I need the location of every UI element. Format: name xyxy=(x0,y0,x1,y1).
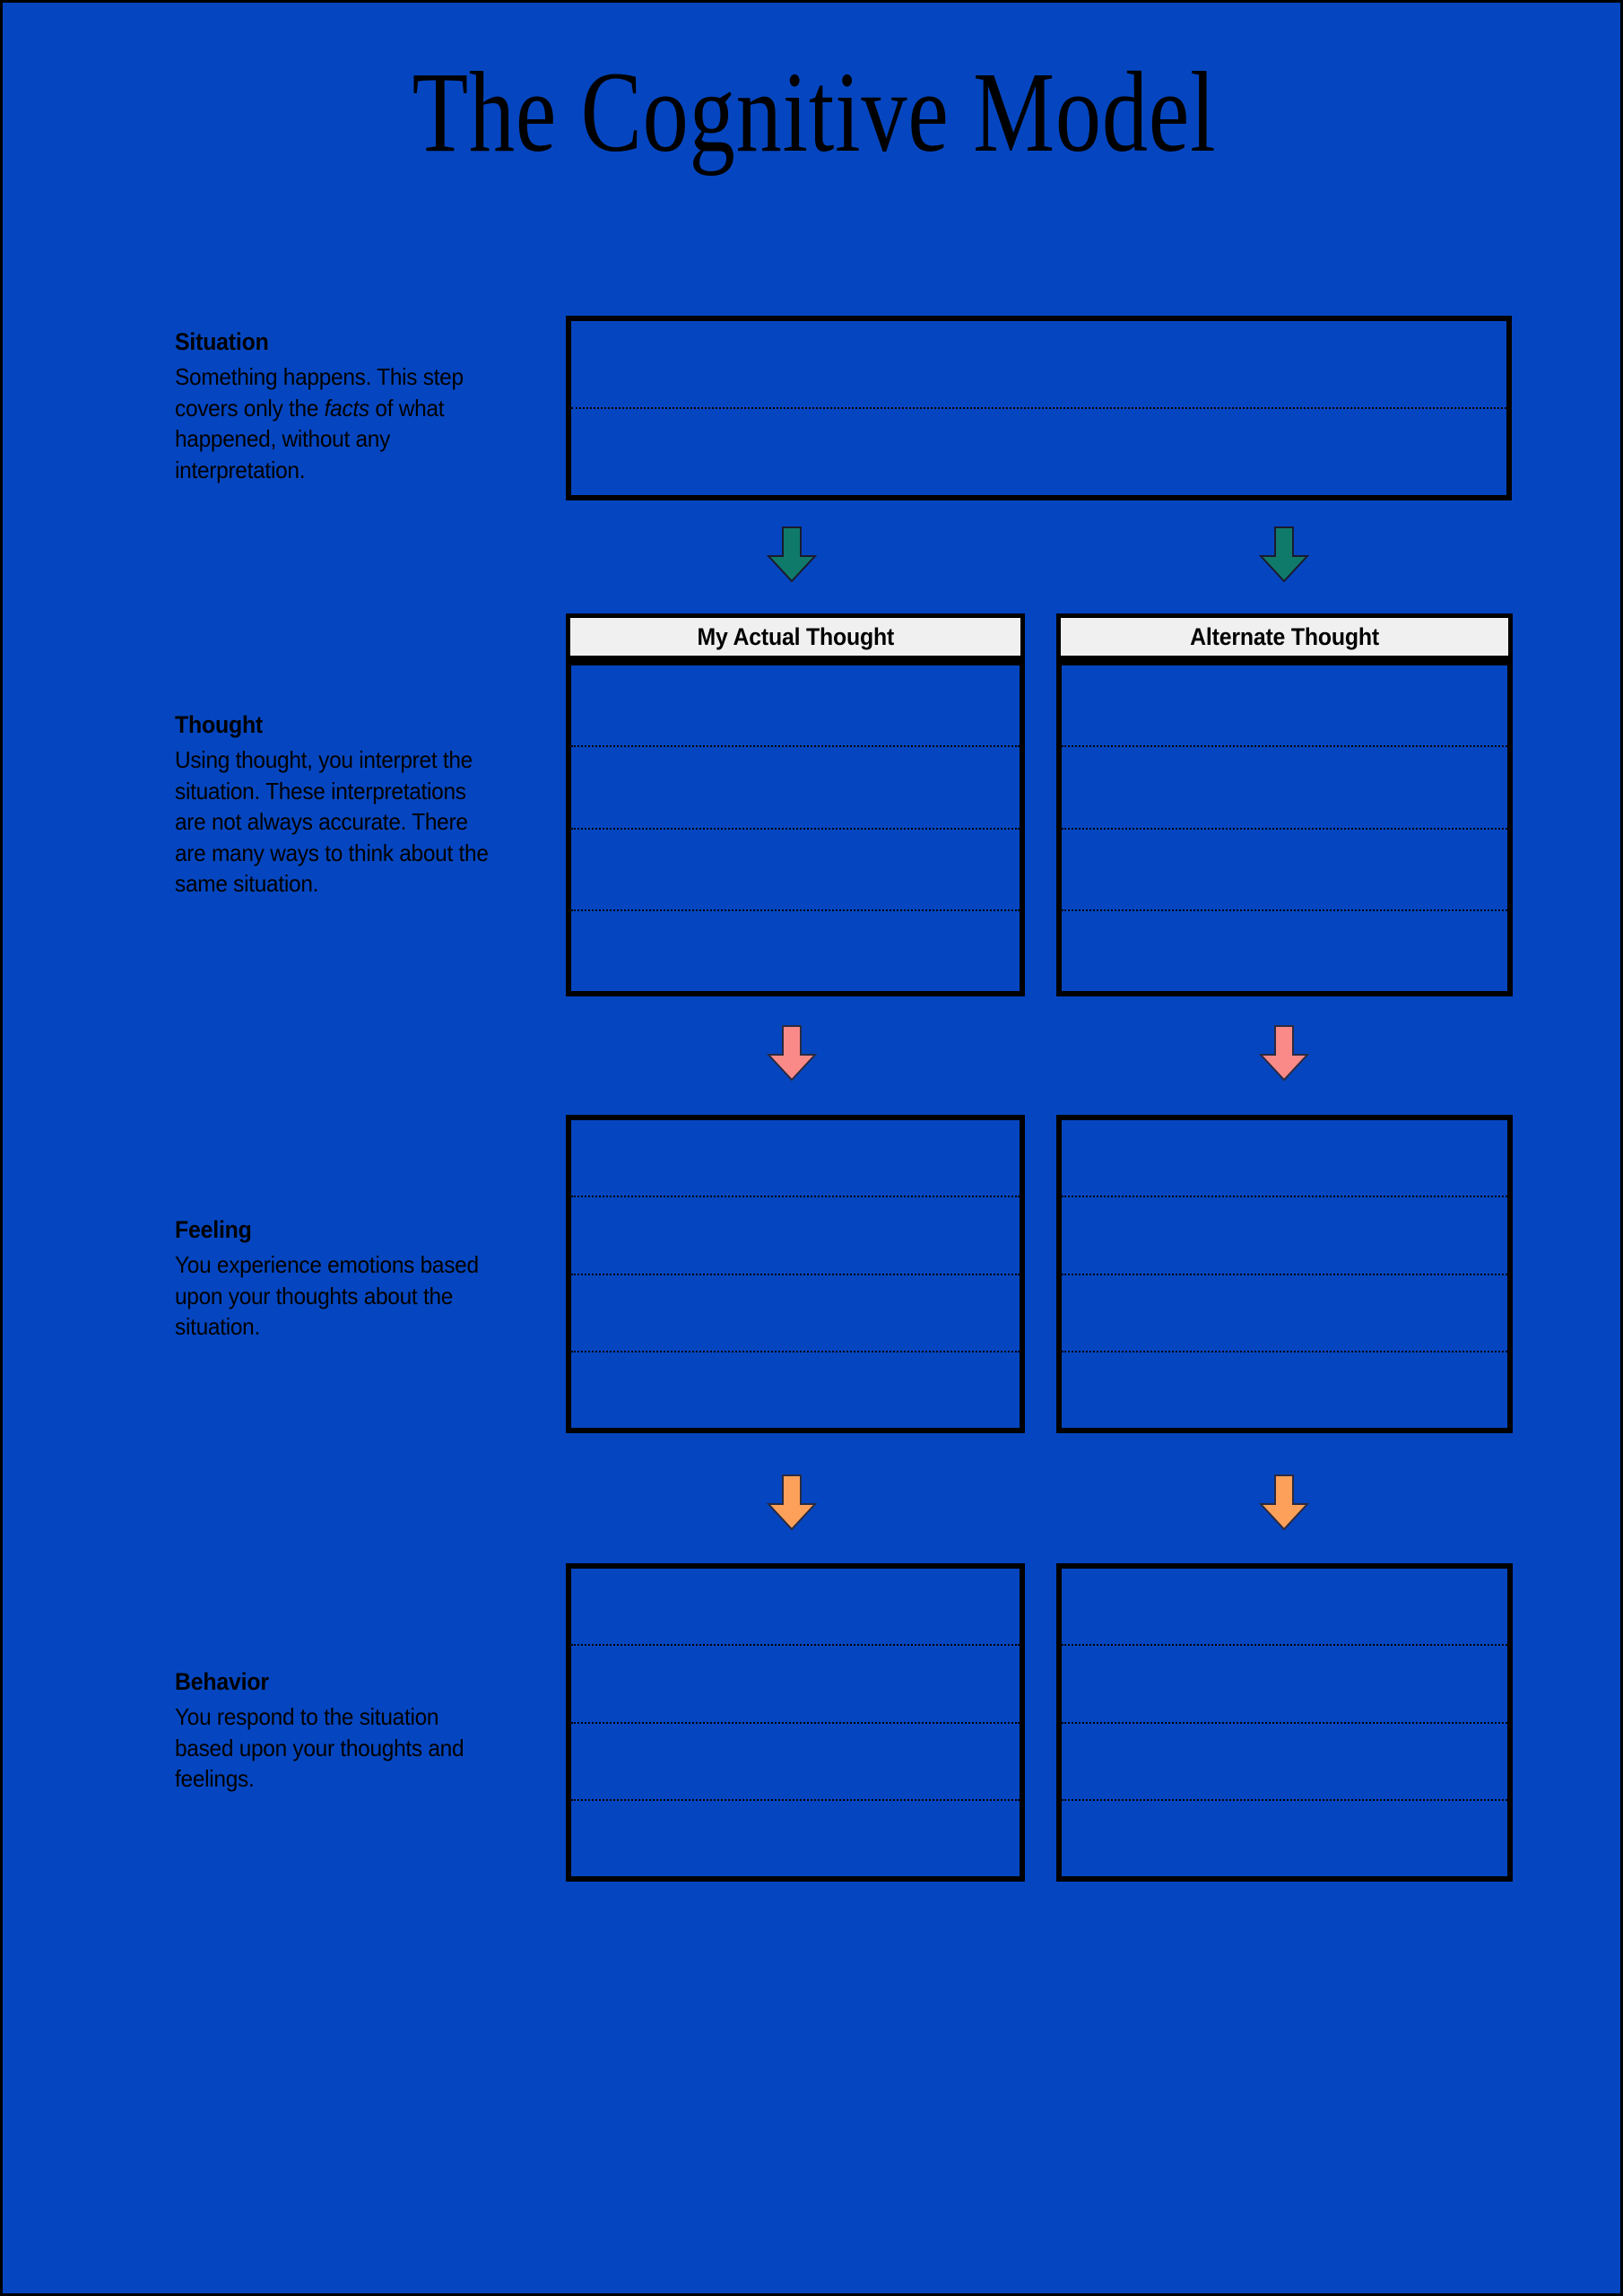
writing-line xyxy=(571,1801,1020,1876)
writing-line xyxy=(1062,747,1507,830)
writing-line xyxy=(1062,911,1507,991)
step-body-situation: Something happens. This step covers only… xyxy=(175,361,495,485)
step-description-situation: Situation Something happens. This step c… xyxy=(175,328,516,485)
alternate-feeling-writing-lines xyxy=(1062,1120,1507,1428)
writing-line xyxy=(571,1569,1020,1647)
arrow-down-icon-alternate-feeling-to-behavior xyxy=(1256,1474,1312,1531)
situation-input-box[interactable] xyxy=(566,316,1512,500)
actual-behavior-input-box[interactable] xyxy=(566,1563,1025,1882)
alternate-thought-input-box[interactable] xyxy=(1056,660,1513,996)
actual-feeling-writing-lines xyxy=(571,1120,1020,1428)
writing-line xyxy=(1062,1275,1507,1352)
step-heading-behavior: Behavior xyxy=(175,1668,269,1695)
writing-line xyxy=(571,665,1020,748)
writing-line xyxy=(1062,1724,1507,1801)
arrow-down-icon-situation-to-alternate-thought xyxy=(1256,526,1312,583)
page-title: The Cognitive Model xyxy=(412,48,1217,176)
column-header-label: My Actual Thought xyxy=(697,622,894,650)
arrow-down-icon-alternate-thought-to-feeling xyxy=(1256,1024,1312,1082)
writing-line xyxy=(1062,1801,1507,1876)
step-heading-situation: Situation xyxy=(175,328,269,355)
writing-line xyxy=(571,1352,1020,1428)
writing-line xyxy=(1062,830,1507,911)
writing-line xyxy=(1062,1646,1507,1724)
writing-line xyxy=(1062,1197,1507,1275)
step-description-feeling: Feeling You experience emotions based up… xyxy=(175,1216,516,1343)
writing-line xyxy=(571,321,1506,409)
writing-line xyxy=(571,747,1020,830)
writing-line xyxy=(1062,1569,1507,1647)
writing-line xyxy=(571,830,1020,911)
actual-thought-writing-lines xyxy=(571,665,1020,991)
writing-line xyxy=(571,1275,1020,1352)
arrow-down-icon-actual-feeling-to-behavior xyxy=(764,1474,820,1531)
step-body-thought: Using thought, you interpret the situati… xyxy=(175,746,489,898)
step-body-feeling: You experience emotions based upon your … xyxy=(175,1251,479,1341)
alternate-behavior-input-box[interactable] xyxy=(1056,1563,1513,1882)
situation-body-part1: Something happens. This step covers only… xyxy=(175,363,464,422)
writing-line xyxy=(571,1646,1020,1724)
writing-line xyxy=(1062,1120,1507,1198)
arrow-down-icon-situation-to-actual-thought xyxy=(764,526,820,583)
actual-thought-input-box[interactable] xyxy=(566,660,1025,996)
writing-line xyxy=(571,911,1020,991)
arrow-down-icon-actual-thought-to-feeling xyxy=(764,1024,820,1082)
step-heading-feeling: Feeling xyxy=(175,1216,252,1243)
writing-line xyxy=(571,1724,1020,1801)
actual-behavior-writing-lines xyxy=(571,1569,1020,1876)
column-header-alternate-thought: Alternate Thought xyxy=(1056,613,1513,660)
writing-line xyxy=(571,1120,1020,1198)
situation-writing-lines xyxy=(571,321,1506,495)
alternate-thought-writing-lines xyxy=(1062,665,1507,991)
writing-line xyxy=(1062,665,1507,748)
writing-line xyxy=(571,1197,1020,1275)
actual-feeling-input-box[interactable] xyxy=(566,1115,1025,1433)
writing-line xyxy=(1062,1352,1507,1428)
situation-body-emphasis: facts xyxy=(324,394,370,422)
step-body-behavior: You respond to the situation based upon … xyxy=(175,1703,464,1793)
alternate-feeling-input-box[interactable] xyxy=(1056,1115,1513,1433)
step-description-behavior: Behavior You respond to the situation ba… xyxy=(175,1668,516,1795)
step-heading-thought: Thought xyxy=(175,711,264,738)
column-header-label: Alternate Thought xyxy=(1190,622,1379,650)
writing-line xyxy=(571,409,1506,495)
situation-body-part2: of what happened, without any interpreta… xyxy=(175,394,445,483)
step-description-thought: Thought Using thought, you interpret the… xyxy=(175,711,516,900)
alternate-behavior-writing-lines xyxy=(1062,1569,1507,1876)
column-header-my-actual-thought: My Actual Thought xyxy=(566,613,1025,660)
